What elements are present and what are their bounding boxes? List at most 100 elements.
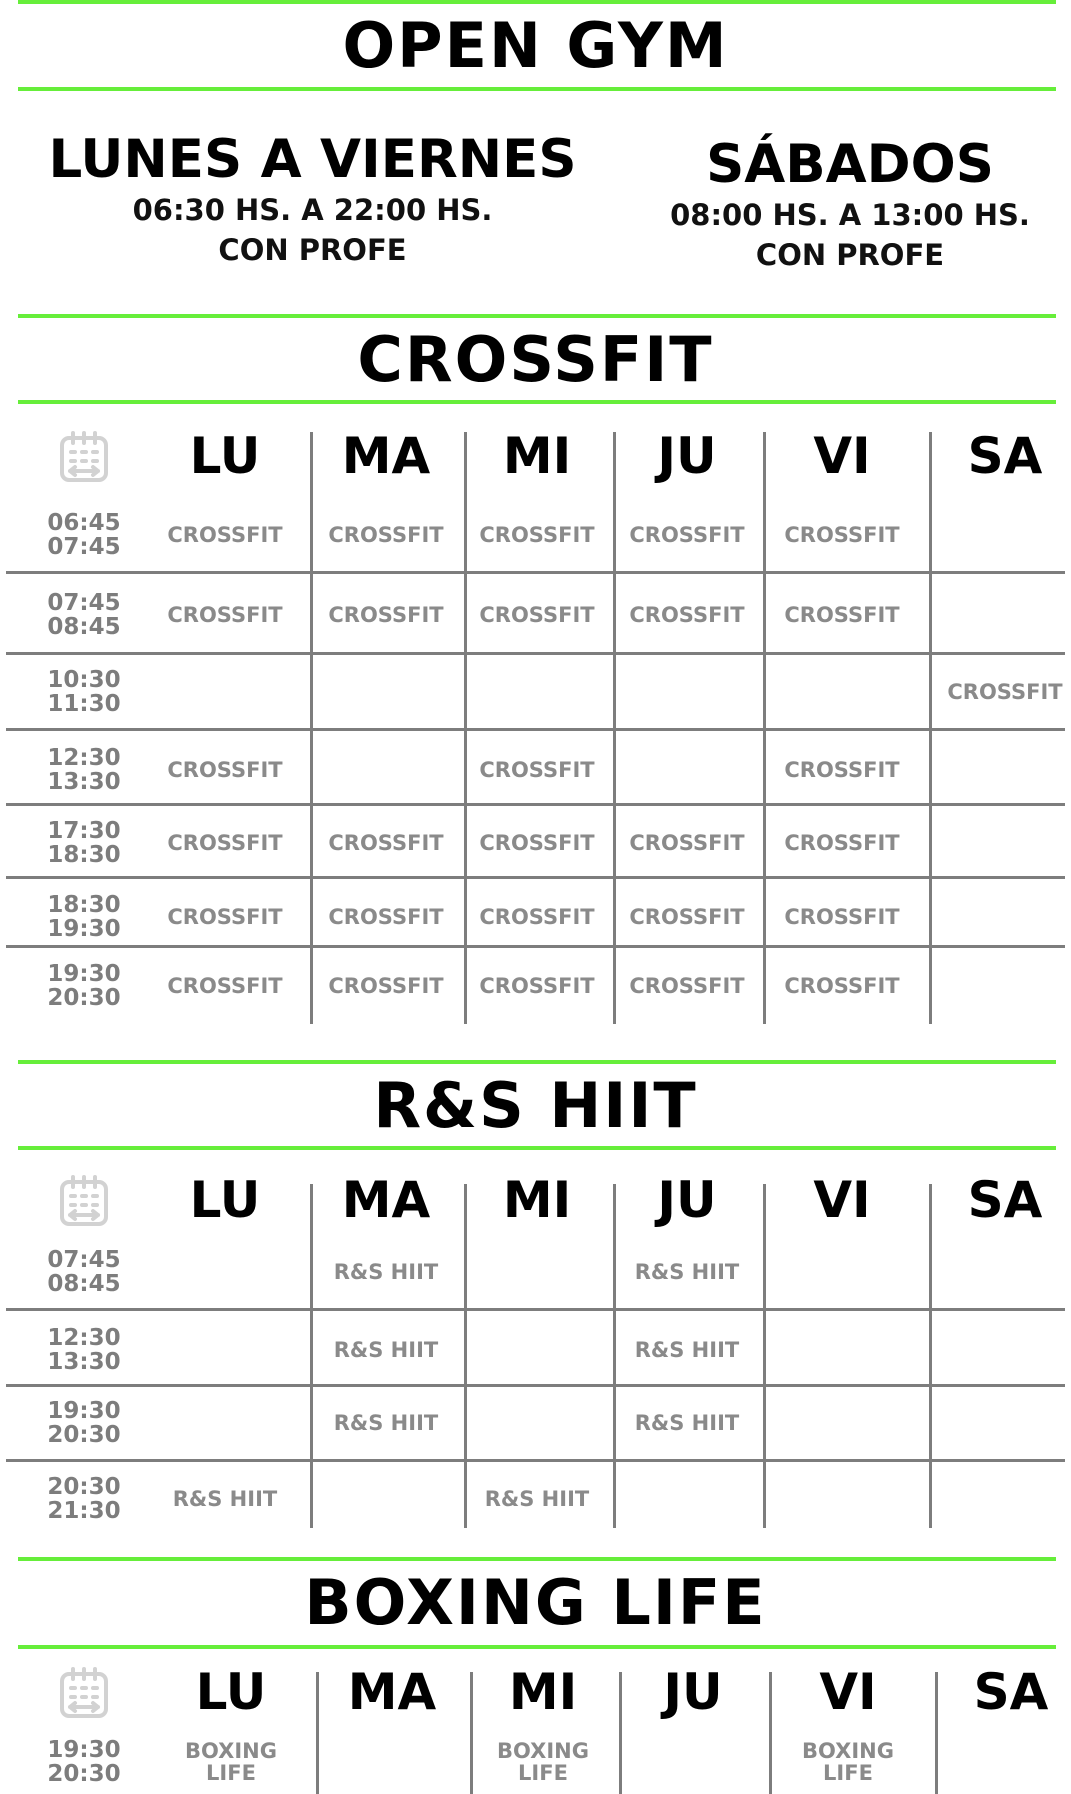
class-cell: CROSSFIT	[328, 603, 444, 627]
crossfit-title: CROSSFIT	[357, 323, 714, 396]
time-end: 13:30	[47, 769, 121, 795]
time-start: 19:30	[47, 1398, 121, 1424]
class-cell: CROSSFIT	[328, 974, 444, 998]
time-end: 07:45	[47, 534, 121, 560]
time-start: 07:45	[47, 590, 121, 616]
accent-line	[18, 87, 1056, 91]
saturdays-heading: SÁBADOS	[706, 134, 994, 195]
time-end: 08:45	[47, 1271, 121, 1297]
day-header-ma: MA	[341, 1171, 431, 1229]
grid-column-divider	[769, 1672, 772, 1794]
class-cell: R&S HIIT	[634, 1338, 740, 1362]
class-cell: R&S HIIT	[333, 1338, 439, 1362]
time-end: 20:30	[47, 1761, 121, 1787]
class-cell: CROSSFIT	[629, 905, 745, 929]
class-label: LIFE	[518, 1761, 568, 1785]
day-header-lu: LU	[189, 427, 261, 485]
time-start: 19:30	[47, 961, 121, 987]
class-cell: CROSSFIT	[167, 831, 283, 855]
grid-column-divider	[613, 1184, 616, 1528]
time-start: 20:30	[47, 1474, 121, 1500]
day-header-ju: JU	[663, 1663, 723, 1721]
class-cell: R&S HIIT	[333, 1411, 439, 1435]
accent-line	[18, 1146, 1056, 1150]
open-gym-title: OPEN GYM	[342, 9, 729, 82]
grid-row-divider	[6, 652, 1065, 655]
class-cell: CROSSFIT	[167, 523, 283, 547]
class-cell: CROSSFIT	[328, 523, 444, 547]
day-header-mi: MI	[502, 1171, 572, 1229]
time-end: 20:30	[47, 985, 121, 1011]
class-cell: R&S HIIT	[484, 1487, 590, 1511]
accent-line	[18, 314, 1056, 318]
day-header-vi: VI	[813, 1171, 871, 1229]
class-cell: CROSSFIT	[784, 758, 900, 782]
class-cell: CROSSFIT	[629, 523, 745, 547]
class-cell: CROSSFIT	[784, 905, 900, 929]
grid-column-divider	[470, 1672, 473, 1794]
grid-column-divider	[464, 1184, 467, 1528]
day-header-vi: VI	[813, 427, 871, 485]
day-header-vi: VI	[819, 1663, 877, 1721]
grid-column-divider	[763, 1184, 766, 1528]
day-header-sa: SA	[967, 1171, 1043, 1229]
day-header-mi: MI	[502, 427, 572, 485]
weekdays-block: LUNES A VIERNES 06:30 HS. A 22:00 HS. CO…	[40, 130, 585, 270]
class-cell: CROSSFIT	[629, 831, 745, 855]
day-header-ju: JU	[657, 1171, 717, 1229]
grid-column-divider	[619, 1672, 622, 1794]
grid-column-divider	[316, 1672, 319, 1794]
time-start: 12:30	[47, 1325, 121, 1351]
day-header-ju: JU	[657, 427, 717, 485]
class-cell: CROSSFIT	[784, 974, 900, 998]
calendar-icon	[56, 430, 112, 486]
class-cell: CROSSFIT	[479, 974, 595, 998]
day-header-ma: MA	[341, 427, 431, 485]
time-end: 11:30	[47, 691, 121, 717]
hiit-title: R&S HIIT	[373, 1069, 698, 1142]
time-end: 21:30	[47, 1498, 121, 1524]
time-start: 07:45	[47, 1247, 121, 1273]
saturdays-note: CON PROFE	[755, 238, 945, 272]
class-label: BOXING	[802, 1739, 894, 1763]
time-end: 08:45	[47, 614, 121, 640]
class-cell: CROSSFIT	[167, 905, 283, 929]
weekdays-hours: 06:30 HS. A 22:00 HS.	[132, 193, 493, 227]
time-start: 17:30	[47, 818, 121, 844]
grid-column-divider	[310, 1184, 313, 1528]
day-header-sa: SA	[967, 427, 1043, 485]
time-start: 18:30	[47, 892, 121, 918]
grid-row-divider	[6, 728, 1065, 731]
saturdays-block: SÁBADOS 08:00 HS. A 13:00 HS. CON PROFE	[660, 135, 1040, 275]
class-cell: CROSSFIT	[167, 974, 283, 998]
grid-row-divider	[6, 876, 1065, 879]
class-label: LIFE	[206, 1761, 256, 1785]
class-cell: R&S HIIT	[634, 1260, 740, 1284]
class-label: BOXING	[185, 1739, 277, 1763]
day-header-lu: LU	[189, 1171, 261, 1229]
grid-row-divider	[6, 1308, 1065, 1311]
weekdays-heading: LUNES A VIERNES	[48, 129, 577, 190]
accent-line	[18, 1060, 1056, 1064]
class-cell: CROSSFIT	[328, 831, 444, 855]
accent-line	[18, 1645, 1056, 1649]
grid-row-divider	[6, 945, 1065, 948]
day-header-sa: SA	[973, 1663, 1049, 1721]
day-header-mi: MI	[508, 1663, 578, 1721]
class-cell: CROSSFIT	[629, 603, 745, 627]
class-cell: CROSSFIT	[479, 523, 595, 547]
class-cell: CROSSFIT	[784, 523, 900, 547]
class-cell: CROSSFIT	[629, 974, 745, 998]
class-cell: CROSSFIT	[947, 680, 1063, 704]
time-start: 06:45	[47, 510, 121, 536]
class-cell: CROSSFIT	[479, 831, 595, 855]
time-end: 18:30	[47, 842, 121, 868]
